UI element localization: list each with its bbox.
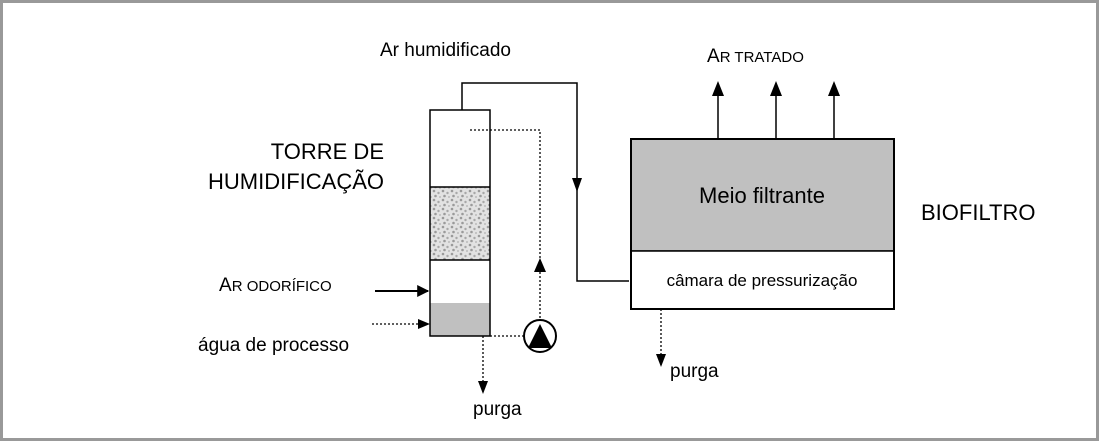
label-purga-torre: purga [473, 399, 522, 420]
recirculation-line [468, 129, 541, 337]
label-camara: câmara de pressurização [667, 271, 858, 290]
pressurization-chamber [630, 250, 895, 310]
biofilter [630, 138, 895, 310]
label-biofiltro: BIOFILTRO [921, 200, 1036, 225]
biofilter-outline [630, 138, 895, 310]
process-water-arrowhead [418, 319, 430, 329]
pump-icon [523, 319, 557, 353]
label-torre-line1: TORRE DE [271, 139, 384, 164]
treated-air-arrowhead-3 [828, 81, 840, 96]
label-torre-line2: HUMIDIFICAÇÃO [208, 169, 384, 194]
label-meio-filtrante: Meio filtrante [699, 183, 825, 208]
filter-medium [630, 138, 895, 252]
tower-packing [430, 187, 490, 260]
tower-water [430, 303, 490, 336]
label-agua-processo: água de processo [198, 335, 349, 356]
biofilter-purge-arrowhead [656, 354, 666, 367]
humidified-air-pipe [461, 82, 629, 282]
tower-outline [429, 109, 491, 337]
treated-air-arrowhead-2 [770, 81, 782, 96]
label-ar-tratado: AR TRATADO [707, 46, 804, 67]
label-ar-humidificado: Ar humidificado [380, 40, 511, 61]
recirculation-arrow [534, 258, 546, 272]
tower-purge-arrowhead [478, 381, 488, 394]
label-ar-odorifico: AR ODORÍFICO [219, 275, 332, 296]
humidification-tower [429, 109, 491, 337]
label-purga-biofiltro: purga [670, 361, 719, 382]
treated-air-arrowhead-1 [712, 81, 724, 96]
humidified-air-arrow [572, 178, 582, 192]
